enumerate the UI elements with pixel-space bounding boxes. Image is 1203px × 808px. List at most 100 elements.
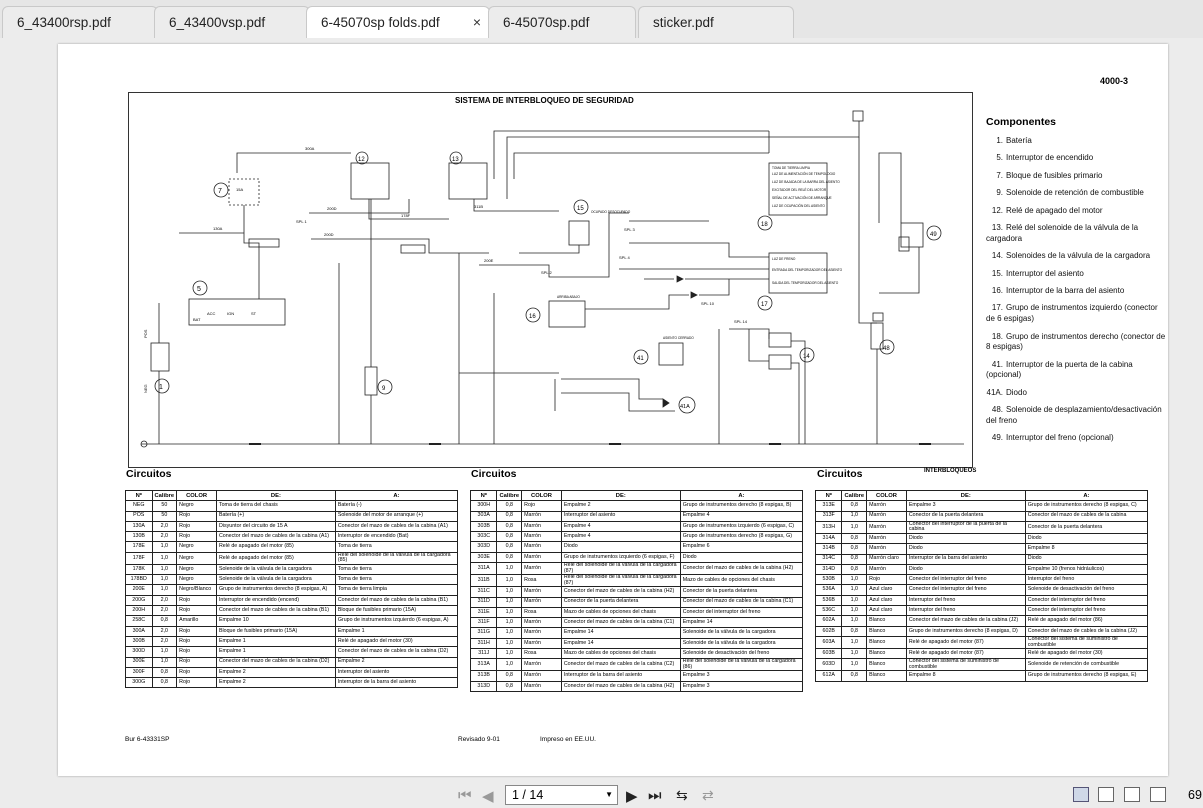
table-cell: Marrón	[521, 658, 562, 672]
table-cell: Empalme 3	[679, 670, 804, 682]
table-cell: Diodo	[1024, 553, 1149, 565]
column-header: Nº	[469, 489, 498, 502]
table-cell: Negro	[176, 500, 217, 512]
table-cell: Conector del interruptor del freno	[679, 606, 804, 619]
tab-6-45070sp-folds[interactable]: 6-45070sp folds.pdf×	[306, 6, 490, 38]
table-cell: 0,8	[841, 563, 868, 576]
table-cell: Diodo	[905, 532, 1026, 545]
table-cell: 311B	[469, 574, 498, 588]
table-cell: 1,0	[841, 520, 868, 534]
table-cell: Conector del interruptor del freno	[905, 574, 1026, 586]
component-item: 14.Solenoides de la válvula de la cargad…	[986, 251, 1166, 262]
table-cell: 0,8	[841, 500, 868, 512]
table-cell: Bloque de fusibles primario (15A)	[334, 605, 459, 617]
table-cell: Empalme 2	[334, 656, 459, 668]
table-cell: Marrón	[521, 617, 562, 629]
table-cell: 0,8	[841, 532, 868, 545]
svg-text:SPL 1: SPL 1	[296, 219, 308, 224]
rotate-page-icon[interactable]: ⇆	[676, 787, 688, 803]
table-cell: Marrón	[521, 531, 562, 543]
table-cell: Empalme 4	[560, 520, 681, 533]
table-cell: Diodo	[1024, 532, 1149, 545]
table-cell: 1,0	[151, 541, 178, 553]
next-page-icon[interactable]: ▶	[626, 788, 638, 805]
prev-page-icon[interactable]: ◀	[482, 788, 494, 805]
table-cell: 178K	[125, 563, 153, 576]
table-cell: Batería (+)	[215, 510, 336, 522]
table-cell: Negro	[176, 551, 217, 565]
table-cell: Marrón	[521, 637, 562, 650]
table-cell: Marrón	[521, 670, 562, 682]
table-cell: 300E	[125, 656, 153, 668]
zoom-level[interactable]: 69	[1188, 788, 1202, 802]
table-cell: 311F	[469, 617, 498, 629]
table-cell: 130A	[125, 520, 153, 533]
svg-text:15A: 15A	[236, 187, 243, 192]
component-item: 13.Relé del solenoide de la válvula de l…	[986, 223, 1166, 245]
table-cell: 1,0	[496, 617, 523, 629]
svg-text:13: 13	[452, 157, 459, 163]
close-icon[interactable]: ×	[472, 14, 481, 30]
svg-text:IGN: IGN	[227, 311, 234, 316]
tab-6_43400rsp[interactable]: 6_43400rsp.pdf	[2, 6, 158, 38]
table-cell: Azul claro	[866, 584, 907, 596]
svg-text:5: 5	[197, 286, 201, 293]
table-cell: Grupo de instrumentos derecho (8 espigas…	[215, 584, 336, 596]
tab-6_43400vsp[interactable]: 6_43400vsp.pdf	[154, 6, 310, 38]
table-cell: Relé de apagado del motor (86)	[1024, 615, 1149, 627]
table-cell: 313B	[469, 670, 498, 682]
table-cell: 311D	[469, 596, 498, 608]
svg-text:ARRIBA ABAJO: ARRIBA ABAJO	[557, 295, 580, 299]
continuous-view-icon[interactable]	[1098, 787, 1114, 802]
table-cell: Conector de la puerta delantera	[679, 586, 804, 598]
table-cell: Blanco	[866, 658, 907, 672]
table-cell: 1,0	[841, 584, 868, 596]
table-cell: Grupo de instrumentos derecho (8 espigas…	[1024, 670, 1149, 682]
wiring-diagram: SISTEMA DE INTERBLOQUEO DE SEGURIDAD 1 P…	[128, 92, 973, 468]
tab-6-45070sp[interactable]: 6-45070sp.pdf	[488, 6, 636, 38]
two-page-continuous-view-icon[interactable]	[1150, 787, 1166, 802]
single-page-view-icon[interactable]	[1073, 787, 1089, 802]
svg-text:9: 9	[382, 386, 386, 392]
svg-text:ST: ST	[251, 311, 257, 316]
last-page-icon[interactable]: ⏭	[648, 787, 662, 804]
table-cell: 0,8	[841, 625, 868, 637]
table-cell: Toma de tierra	[334, 541, 459, 553]
svg-text:1: 1	[159, 384, 163, 391]
tab-sticker[interactable]: sticker.pdf	[638, 6, 794, 38]
component-number: 49.	[991, 433, 1003, 443]
two-page-view-icon[interactable]	[1124, 787, 1140, 802]
component-text: Interruptor del freno (opcional)	[1006, 433, 1114, 443]
table-cell: 0,8	[496, 500, 523, 512]
table-cell: Interruptor de la barra del asiento	[560, 670, 681, 682]
first-page-icon[interactable]: ⏮	[458, 787, 472, 804]
component-text: Grupo de instrumentos derecho (conector …	[986, 331, 1166, 352]
table-cell: Interruptor de encendido (encend)	[215, 594, 336, 607]
page-selector[interactable]: 1 / 14▼	[505, 785, 618, 805]
table-cell: Empalme 2	[215, 677, 336, 689]
document-viewer[interactable]: 4000-3 SISTEMA DE INTERBLOQUEO DE SEGURI…	[0, 38, 1203, 782]
svg-text:7: 7	[218, 188, 222, 195]
doc-code: Bur 6-43331SP	[125, 736, 170, 743]
table-cell: Conector de la puerta delantera	[1024, 520, 1149, 534]
table-cell: Conector del mazo de cables de la cabina…	[905, 615, 1026, 627]
table-cell: 1,0	[496, 648, 523, 660]
svg-text:41A: 41A	[680, 404, 690, 410]
fit-page-icon[interactable]: ⇄	[702, 787, 714, 803]
table-cell: Marrón	[866, 500, 907, 512]
table-cell: Empalme 14	[679, 617, 804, 629]
revision: Revisado 9-01	[458, 736, 500, 743]
table-cell: Interruptor de encendido (Bat)	[334, 531, 459, 543]
